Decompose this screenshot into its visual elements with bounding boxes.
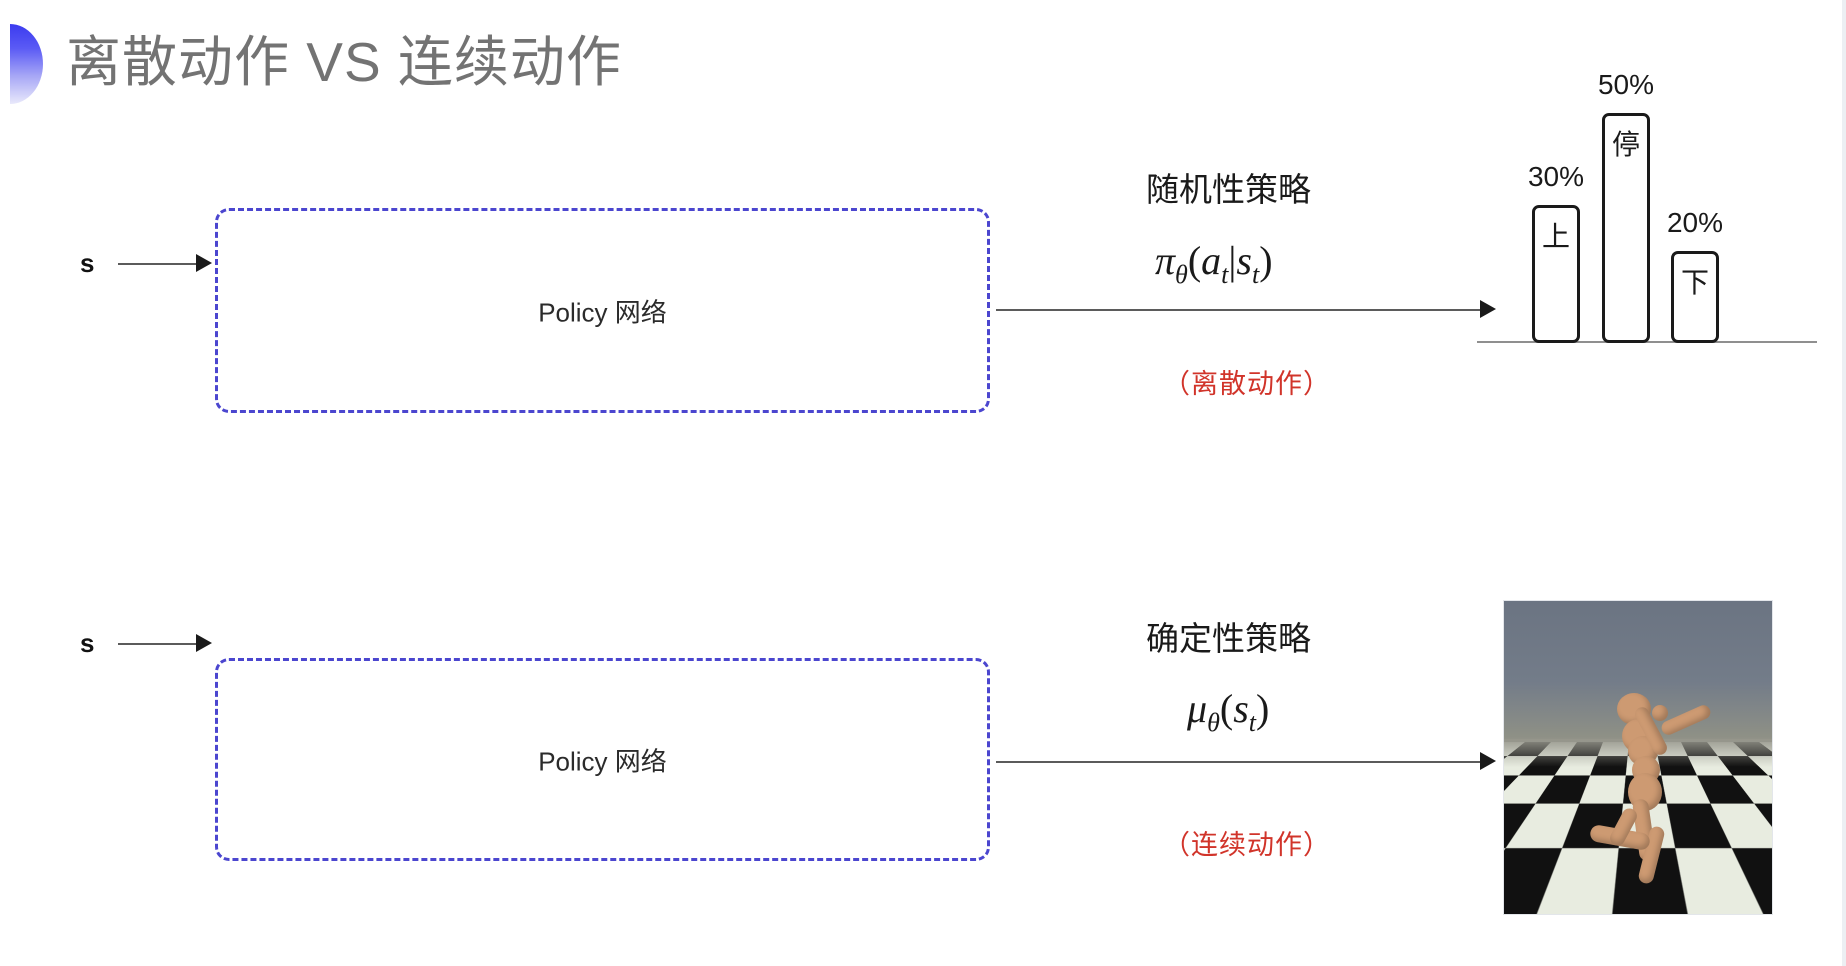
humanoid-hand — [1652, 705, 1668, 721]
output-arrow-head-continuous — [1480, 752, 1496, 770]
policy-type-title-discrete: 随机性策略 — [1146, 171, 1311, 208]
bar-value-label: 30% — [1527, 161, 1585, 192]
bar-rect — [1671, 251, 1719, 343]
policy-network-box-discrete[interactable]: Policy 网络 — [215, 208, 990, 413]
input-arrow-line-continuous — [118, 643, 200, 645]
policy-network-label-discrete: Policy 网络 — [538, 297, 667, 327]
bar-item: 50% 停 — [1598, 69, 1654, 343]
bar-category-label: 上 — [1541, 221, 1571, 252]
bar-value-label: 50% — [1597, 69, 1655, 100]
policy-network-box-continuous[interactable]: Policy 网络 — [215, 658, 990, 861]
formula-args-continuous: (st) — [1219, 686, 1270, 737]
state-label-continuous: s — [80, 628, 95, 658]
formula-sub-continuous: θ — [1207, 708, 1220, 737]
output-arrow-line-continuous — [996, 761, 1484, 763]
input-arrow-line-discrete — [118, 263, 200, 265]
slide-right-edge-rule — [1842, 0, 1846, 966]
output-arrow-head-discrete — [1480, 300, 1496, 318]
bar-item: 30% 上 — [1528, 161, 1584, 343]
title-decoration-halfcircle — [10, 24, 43, 104]
bar-category-label: 下 — [1680, 267, 1710, 298]
action-type-note-continuous: （连续动作） — [1163, 830, 1331, 860]
input-arrow-head-discrete — [196, 254, 212, 272]
formula-args-discrete: (at|st) — [1187, 238, 1273, 289]
bar-rect — [1532, 205, 1580, 343]
output-arrow-line-discrete — [996, 309, 1484, 311]
bar-rect — [1602, 113, 1650, 343]
action-type-note-discrete: （离散动作） — [1163, 369, 1331, 399]
formula-fn-continuous: μ — [1187, 686, 1208, 731]
state-label-discrete: s — [80, 248, 95, 278]
humanoid-simulation-image — [1503, 600, 1773, 915]
bar-value-label: 20% — [1666, 207, 1724, 238]
input-arrow-head-continuous — [196, 634, 212, 652]
bar-item: 20% 下 — [1667, 207, 1723, 343]
policy-type-title-continuous: 确定性策略 — [1146, 620, 1311, 657]
formula-fn-discrete: π — [1155, 238, 1176, 283]
policy-formula-continuous: μθ(st) — [1187, 685, 1269, 738]
bar-chart-discrete-actions: 30% 上 50% 停 20% 下 — [1477, 69, 1817, 395]
formula-sub-discrete: θ — [1175, 260, 1188, 289]
policy-formula-discrete: πθ(at|st) — [1155, 237, 1273, 290]
page-title: 离散动作 VS 连续动作 — [66, 31, 622, 93]
bar-chart-axis-line — [1477, 341, 1817, 343]
bar-category-label: 停 — [1611, 129, 1641, 160]
policy-network-label-continuous: Policy 网络 — [538, 746, 667, 776]
